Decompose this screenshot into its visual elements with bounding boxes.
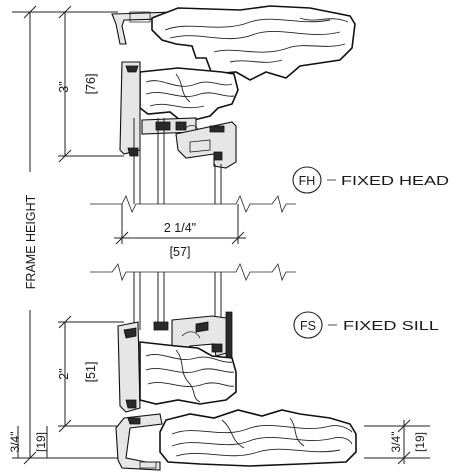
fixed-sill-callout-circle (293, 311, 323, 339)
head-dim-mm: [76] (84, 74, 98, 95)
break-line-bottom (90, 263, 296, 282)
fixed-sill-callout: FS FIXED SILL (293, 311, 439, 339)
frame-height-dimension: FRAME HEIGHT (12, 5, 118, 465)
glass-width-dimension: 2 1/4" [57] (114, 204, 246, 259)
glazing-upper (133, 118, 222, 204)
frame-height-label: FRAME HEIGHT (24, 194, 38, 289)
head-dim-inches: 3" (57, 81, 71, 92)
glass-dim-mm: [57] (170, 245, 191, 259)
head-height-dimension: 3" [76] (57, 5, 124, 163)
fixed-sill-code: FS (300, 319, 316, 333)
sill-ext-right-inches: 3/4" (389, 432, 403, 453)
sill-ext-left-inches: 3/4" (8, 432, 22, 453)
fixed-head-callout-circle (292, 166, 322, 194)
sill-sash-wood (139, 341, 237, 405)
glass-dim-inches: 2 1/4" (164, 221, 196, 235)
sill-dim-mm: [51] (84, 362, 98, 383)
head-jamb-wood (151, 5, 356, 81)
sill-extension-dimension-right: 3/4" [19] (364, 419, 430, 465)
sill-extension-dimension-left: 3/4" [19] (8, 426, 48, 458)
head-sash-wood (139, 67, 239, 121)
sill-dim-inches: 2" (57, 368, 71, 379)
fixed-sill-text: FIXED SILL (343, 319, 439, 333)
fixed-head-text: FIXED HEAD (341, 174, 449, 188)
sill-ext-right-mm: [19] (413, 432, 427, 452)
fixed-head-code: FH (299, 174, 316, 188)
sill-height-dimension: 2" [51] (57, 315, 124, 433)
fixed-head-section (111, 5, 356, 169)
break-line-top (90, 195, 296, 214)
fixed-sill-section (115, 311, 357, 471)
fixed-head-callout: FH FIXED HEAD (292, 166, 449, 194)
sill-ext-left-mm: [19] (34, 432, 48, 452)
sill-frame-wood (159, 409, 357, 467)
